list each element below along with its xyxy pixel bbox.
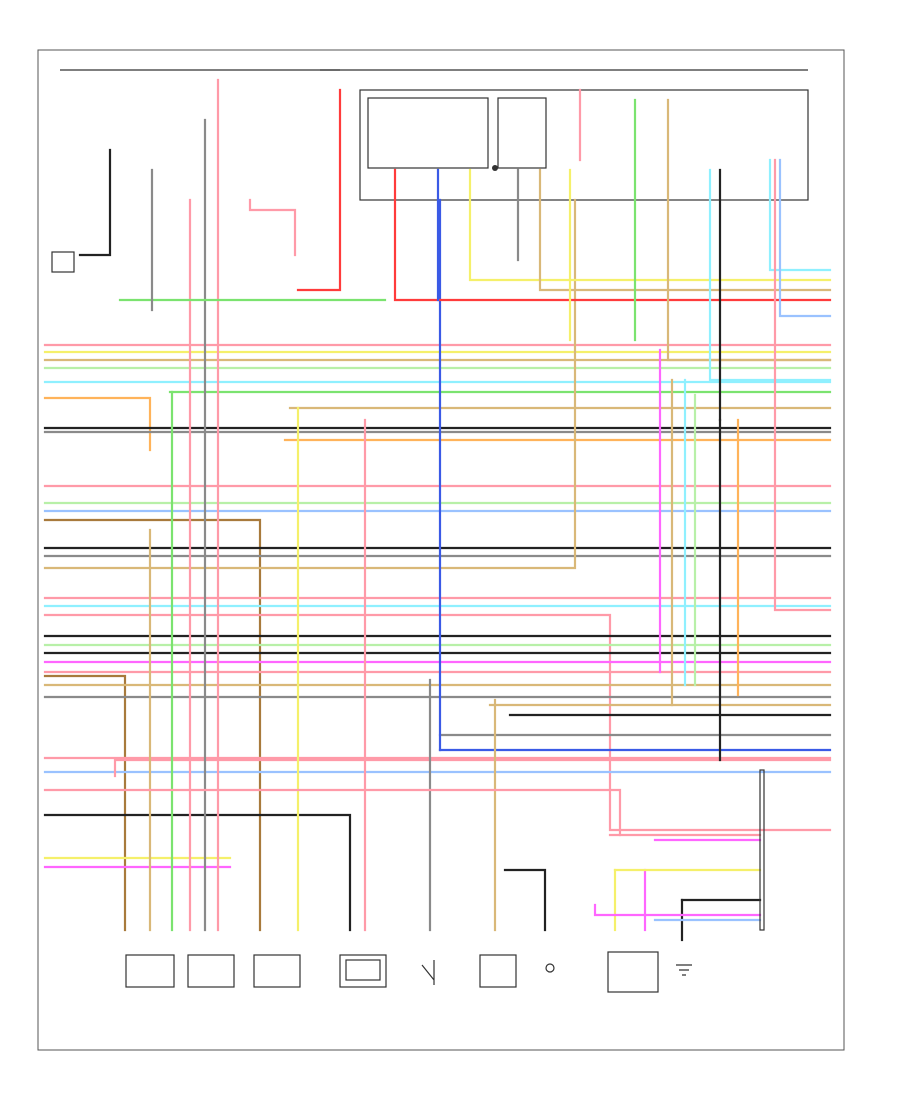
crank-sensor-icon [545,963,555,973]
wire-orange-6 [43,396,152,452]
wire-black-47 [503,868,547,932]
wire-pink-20 [43,613,832,832]
wire-brown-14 [43,518,262,932]
map-sensor-icon [339,954,387,988]
wire-pink-35 [113,758,832,778]
relay-box-1 [367,97,489,169]
relay-box-2 [497,97,547,169]
wire-red-51 [393,168,832,302]
wire-cyan-59 [708,168,832,382]
wire-tan-17 [43,198,577,570]
wire-brown-26 [43,674,127,932]
wire-group [43,78,832,942]
tcc-switch-icon [479,954,517,988]
diagram-frame [37,49,845,1051]
wire-tan-58 [666,98,832,362]
ect-sensor-icon [187,954,235,988]
wire-pink-84 [43,788,622,837]
throttle-position-sensor-icon [125,954,175,988]
pcm-fuse-block [359,89,809,201]
wire-tan-55 [538,168,832,292]
wire-cyan-61 [768,158,832,272]
map-sensor-inner-icon [345,959,381,981]
ground-symbol-icon [676,964,692,976]
wire-light_blue-62 [778,158,832,318]
wire-red-65 [296,88,342,292]
wire-black-36 [43,813,352,932]
ground-block-icon [51,251,75,273]
egr-valve-icon [607,951,659,993]
wire-black-70 [78,148,112,257]
brake-switch-icon [421,960,435,985]
component-group [125,951,692,993]
wire-pink-66 [248,198,297,257]
iat-sensor-icon [253,954,301,988]
wire-magenta-83 [593,903,762,917]
splice-point [492,165,498,171]
diagnostic-connector [759,769,765,931]
wire-pink-63 [773,158,832,612]
